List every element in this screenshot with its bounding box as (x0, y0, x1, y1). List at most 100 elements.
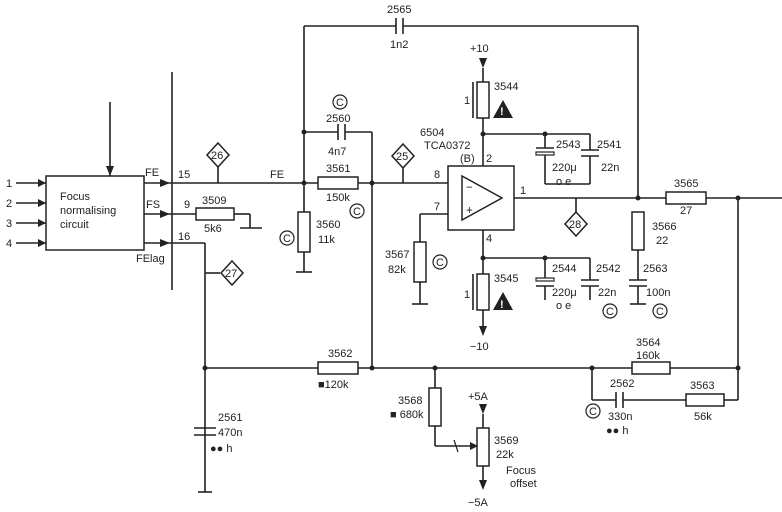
r3509-ref: 3509 (202, 195, 226, 207)
c2544-ref: 2544 (552, 263, 576, 275)
c2562-val: 330n (608, 411, 632, 423)
c2544-plate (535, 277, 555, 282)
rail-minus10: −10 (470, 341, 489, 353)
r3560-ref: 3560 (316, 219, 340, 231)
r3563-val: 56k (694, 411, 712, 423)
c2560-class-c-text: C (336, 97, 344, 109)
c2542-val: 22n (598, 287, 616, 299)
c2544-val: 220μ (552, 287, 577, 299)
r3567-ref: 3567 (385, 249, 409, 261)
focus-offset-label-1: Focus (506, 465, 536, 477)
c2541-val: 22n (601, 162, 619, 174)
r3562-ref: 3562 (328, 348, 352, 360)
c2562-class-c-text: C (589, 406, 597, 418)
input-3-label: 3 (6, 218, 12, 230)
r3567-class-c-text: C (436, 257, 444, 269)
resistor-3560 (297, 211, 311, 253)
r3566-val: 22 (656, 235, 668, 247)
resistor-3565 (665, 191, 707, 205)
r3544-ref: 3544 (494, 81, 518, 93)
r3545-warning-mark: ! (500, 299, 504, 311)
r3561-class-c-text: C (353, 206, 361, 218)
opamp-section: (B) (460, 153, 475, 165)
testpoint-27 (219, 259, 245, 287)
r3566-ref: 3566 (652, 221, 676, 233)
r3565-val: 27 (680, 205, 692, 217)
r3545-ref: 3545 (494, 273, 518, 285)
r3562-val: ■120k (318, 379, 349, 391)
c2562-mark: ●● h (606, 425, 628, 437)
c2543-ref: 2543 (556, 139, 580, 151)
c2560-val: 4n7 (328, 146, 346, 158)
resistor-3566 (631, 211, 645, 251)
resistor-3544 (476, 81, 490, 119)
opamp-type: TCA0372 (424, 140, 470, 152)
r3568-val: ■ 680k (390, 409, 424, 421)
input-4-label: 4 (6, 238, 12, 250)
c2543-oe: o e (556, 176, 571, 188)
r3545-one: 1 (464, 289, 470, 301)
c2541-ref: 2541 (597, 139, 621, 151)
opamp-plus: + (466, 205, 473, 217)
fe-output-label: FE (145, 167, 159, 179)
r3563-ref: 3563 (690, 380, 714, 392)
node-1: 1 (520, 185, 526, 197)
r3567-class-c-mark (432, 254, 448, 270)
testpoint-27-label: 27 (225, 268, 237, 280)
r3568-ref: 3568 (398, 395, 422, 407)
r3544-warning-mark: ! (500, 106, 504, 118)
r3560-val: 11k (318, 234, 335, 246)
node-15: 15 (178, 169, 190, 181)
block-title-1: Focus (60, 191, 90, 203)
c2560-class-c-mark (332, 94, 348, 110)
r3564-val: 160k (636, 350, 660, 362)
rail-minus5a: −5A (468, 497, 489, 509)
c2563-class-c-text: C (656, 306, 664, 318)
r3544-warning-triangle (493, 100, 513, 118)
testpoint-26-label: 26 (211, 150, 223, 162)
r3569-val: 22k (496, 449, 514, 461)
testpoint-25 (390, 142, 416, 170)
potentiometer-3569 (476, 427, 490, 467)
c2560-ref: 2560 (326, 113, 350, 125)
r3565-ref: 3565 (674, 178, 698, 190)
block-box (45, 175, 145, 251)
r3561-ref: 3561 (326, 163, 350, 175)
c2563-val: 100n (646, 287, 670, 299)
fe-wire-label: FE (270, 169, 284, 181)
resistor-3561 (317, 176, 359, 190)
r3560-class-c-text: C (283, 233, 291, 245)
block-title-2: normalising (60, 205, 116, 217)
node-16: 16 (178, 231, 190, 243)
fs-output-label: FS (146, 199, 160, 211)
testpoint-26 (205, 141, 231, 169)
r3545-warning-triangle (493, 292, 513, 310)
resistor-3509 (195, 207, 235, 221)
opamp-tca0372: − + 6504 TCA0372 (B) (420, 127, 515, 231)
testpoint-25-label: 25 (396, 151, 408, 163)
c2562-ref: 2562 (610, 378, 634, 390)
resistor-3568 (428, 387, 442, 427)
c2565-val: 1n2 (390, 39, 408, 51)
c2543-plate (535, 151, 555, 156)
c2544-oe: o e (556, 300, 571, 312)
c2565-ref: 2565 (387, 4, 411, 16)
r3561-val: 150k (326, 192, 350, 204)
c2542-class-c-text: C (606, 306, 614, 318)
testpoint-28 (563, 210, 589, 238)
node-2: 2 (486, 153, 492, 165)
c2543-val: 220μ (552, 162, 577, 174)
c2561-val: 470n (218, 427, 242, 439)
r3564-ref: 3564 (636, 337, 660, 349)
node-7: 7 (434, 201, 440, 213)
block-title-3: circuit (60, 219, 89, 231)
input-1-label: 1 (6, 178, 12, 190)
resistor-3545 (476, 273, 490, 311)
c2563-class-c-mark (652, 303, 668, 319)
c2542-class-c-mark (602, 303, 618, 319)
c2542-ref: 2542 (596, 263, 620, 275)
resistor-3567 (413, 241, 427, 283)
c2563-ref: 2563 (643, 263, 667, 275)
c2561-ref: 2561 (218, 412, 242, 424)
